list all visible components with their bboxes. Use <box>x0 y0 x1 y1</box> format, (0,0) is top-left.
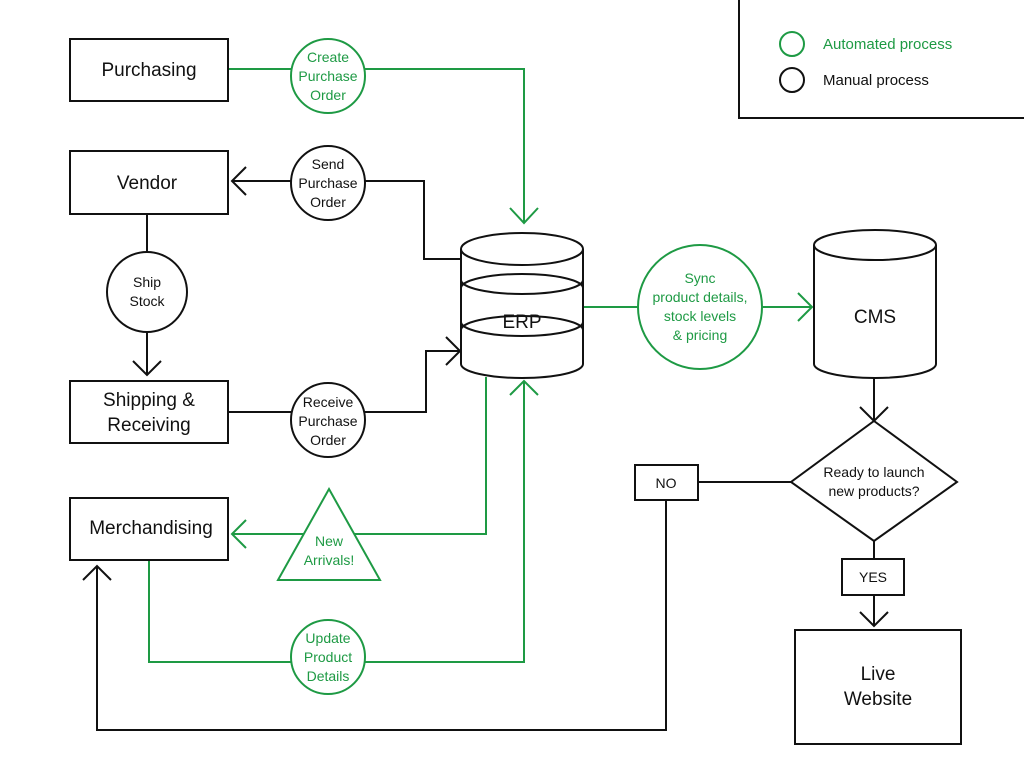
sync-process <box>637 244 763 370</box>
decision-line1: Ready to launch <box>823 464 924 480</box>
decision-line2: new products? <box>828 483 919 499</box>
launch-decision-diamond <box>789 419 959 543</box>
send-po-line2: Purchase <box>298 175 357 191</box>
cms-cylinder-body <box>813 245 937 379</box>
live-website-box <box>794 629 962 745</box>
cms-cylinder-top <box>813 229 937 261</box>
shipping-receiving-label-line1: Shipping & <box>103 390 195 411</box>
merchandising-box <box>69 497 229 561</box>
cms-database: CMS <box>813 229 937 379</box>
send-po-line1: Send <box>312 156 345 172</box>
cms-label: CMS <box>854 307 896 328</box>
purchasing-label: Purchasing <box>101 60 196 81</box>
arrow-head-into-cms <box>797 292 814 322</box>
erp-database: ERP <box>460 232 584 379</box>
live-website-line1: Live <box>861 664 896 685</box>
create-po-line2: Purchase <box>298 68 357 84</box>
ship-stock-line1: Ship <box>133 274 161 290</box>
erp-disk-line-4 <box>460 315 584 331</box>
arrow-head-into-merchandising-bottom <box>82 564 112 581</box>
create-po-line1: Create <box>307 49 349 65</box>
arrow-head-into-merchandising <box>230 519 247 549</box>
erp-cylinder-body <box>460 249 584 379</box>
update-product-line3: Details <box>307 668 350 684</box>
legend-automated-label: Automated process <box>823 36 952 53</box>
new-arrivals-line1: New <box>315 533 344 549</box>
new-arrivals-line2: Arrivals! <box>304 552 355 568</box>
create-purchase-order-process <box>290 38 366 114</box>
shipping-receiving-box <box>69 380 229 444</box>
arrow-head-into-live-website <box>859 611 889 628</box>
update-product-details-process <box>290 619 366 695</box>
update-product-line2: Product <box>304 649 352 665</box>
no-label-box <box>634 464 699 501</box>
connector-purchasing-to-erp <box>229 68 525 222</box>
receive-purchase-order-process <box>290 382 366 458</box>
sync-line1: Sync <box>684 270 715 286</box>
legend-manual-swatch <box>779 67 805 93</box>
yes-label: YES <box>859 569 887 585</box>
arrow-head-into-erp-top <box>509 207 539 225</box>
receive-po-line1: Receive <box>303 394 354 410</box>
erp-disk-line-3 <box>460 321 584 337</box>
ship-stock-process <box>106 251 188 333</box>
ship-stock-line2: Stock <box>129 293 165 309</box>
connector-decision-no-to-merchandising <box>96 481 791 731</box>
live-website-line2: Website <box>844 689 912 710</box>
erp-disk-line-1 <box>460 279 584 295</box>
receive-po-line2: Purchase <box>298 413 357 429</box>
vendor-box <box>69 150 229 215</box>
create-po-line3: Order <box>310 87 346 103</box>
sync-line4: & pricing <box>673 327 727 343</box>
legend-box <box>738 0 1024 119</box>
send-po-line3: Order <box>310 194 346 210</box>
purchasing-box <box>69 38 229 102</box>
arrow-head-into-erp-bottom <box>509 379 539 396</box>
legend-manual-label: Manual process <box>823 72 929 89</box>
sync-line2: product details, <box>653 289 748 305</box>
new-arrivals-trigger <box>276 486 382 581</box>
arrow-head-into-shipping <box>132 360 162 377</box>
send-purchase-order-process <box>290 145 366 221</box>
receive-po-line3: Order <box>310 432 346 448</box>
vendor-label: Vendor <box>117 173 178 194</box>
no-label: NO <box>656 475 677 491</box>
yes-label-box <box>841 558 905 596</box>
update-product-line1: Update <box>305 630 350 646</box>
arrow-head-into-vendor <box>230 166 247 196</box>
merchandising-label: Merchandising <box>89 518 213 539</box>
erp-label: ERP <box>502 312 541 333</box>
erp-cylinder-top <box>460 232 584 266</box>
legend-automated-swatch <box>779 31 805 57</box>
sync-line3: stock levels <box>664 308 736 324</box>
shipping-receiving-label-line2: Receiving <box>107 415 190 436</box>
erp-disk-line-2 <box>460 273 584 289</box>
